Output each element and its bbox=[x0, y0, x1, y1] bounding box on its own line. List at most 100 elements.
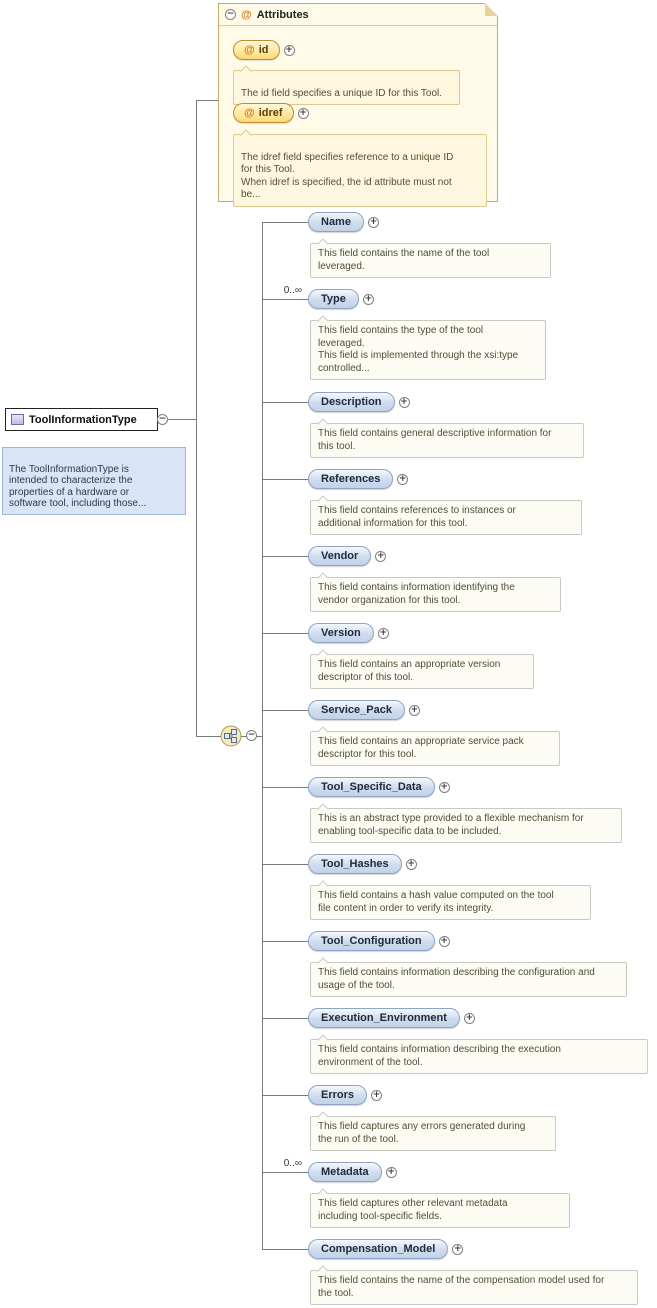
attribute-description-text: The idref field specifies reference to a… bbox=[241, 151, 454, 201]
element-node-version: Version + bbox=[308, 622, 389, 644]
connector-line bbox=[262, 479, 308, 480]
collapse-icon[interactable]: − bbox=[225, 9, 236, 20]
element-description: This field contains the type of the tool… bbox=[310, 320, 546, 380]
element-pill-tool-configuration[interactable]: Tool_Configuration bbox=[308, 931, 435, 951]
cardinality-label: 0..∞ bbox=[283, 1158, 302, 1169]
collapse-icon[interactable]: − bbox=[246, 730, 257, 741]
attribute-node-idref: @ idref + bbox=[233, 103, 309, 123]
element-pill-vendor[interactable]: Vendor bbox=[308, 546, 372, 566]
element-label: Compensation_Model bbox=[321, 1243, 436, 1255]
connector-line bbox=[158, 419, 196, 420]
expand-icon[interactable]: + bbox=[375, 550, 387, 562]
element-description: This field contains the name of the tool… bbox=[310, 243, 551, 278]
element-pill-errors[interactable]: Errors bbox=[308, 1085, 368, 1105]
connector-line bbox=[262, 1172, 308, 1173]
connector-line bbox=[262, 299, 308, 300]
element-pill-tool-specific-data[interactable]: Tool_Specific_Data bbox=[308, 777, 435, 797]
element-description-text: This field contains an appropriate versi… bbox=[318, 659, 501, 683]
attribute-pill-id[interactable]: @ id bbox=[233, 40, 280, 60]
collapse-icon[interactable]: − bbox=[157, 414, 168, 425]
sequence-icon[interactable] bbox=[220, 725, 242, 747]
element-pill-service-pack[interactable]: Service_Pack bbox=[308, 700, 405, 720]
expand-icon[interactable]: + bbox=[405, 858, 417, 870]
element-pill-type[interactable]: Type bbox=[308, 289, 359, 309]
element-pill-references[interactable]: References bbox=[308, 469, 394, 489]
expand-icon[interactable]: + bbox=[408, 704, 420, 716]
element-pill-execution-environment[interactable]: Execution_Environment bbox=[308, 1008, 460, 1028]
element-node-description: Description + bbox=[308, 391, 410, 413]
element-label: Execution_Environment bbox=[321, 1012, 447, 1024]
element-pill-name[interactable]: Name bbox=[308, 212, 364, 232]
attribute-description: The id field specifies a unique ID for t… bbox=[233, 70, 460, 105]
expand-icon[interactable]: + bbox=[297, 107, 309, 119]
connector-line bbox=[262, 402, 308, 403]
attribute-pill-idref[interactable]: @ idref bbox=[233, 103, 294, 123]
expand-icon[interactable]: + bbox=[398, 396, 410, 408]
element-description-text: This field contains the name of the comp… bbox=[318, 1275, 605, 1299]
expand-icon[interactable]: + bbox=[463, 1012, 475, 1024]
connector-line bbox=[262, 222, 308, 223]
element-description-text: This field captures any errors generated… bbox=[318, 1121, 526, 1145]
element-pill-compensation-model[interactable]: Compensation_Model bbox=[308, 1239, 449, 1259]
element-node-service-pack: Service_Pack + bbox=[308, 699, 420, 721]
element-description-text: This field contains general descriptive … bbox=[318, 428, 552, 452]
element-description: This field contains an appropriate versi… bbox=[310, 654, 534, 689]
root-type-node[interactable]: ToolInformationType bbox=[5, 408, 158, 431]
element-description: This field contains general descriptive … bbox=[310, 423, 584, 458]
connector-line bbox=[262, 1249, 308, 1250]
connector-line bbox=[262, 633, 308, 634]
attribute-at-icon: @ bbox=[244, 44, 255, 56]
element-description: This is an abstract type provided to a f… bbox=[310, 808, 622, 843]
element-node-name: Name + bbox=[308, 211, 379, 233]
root-type-note-text: The ToolInformationType is intended to c… bbox=[9, 463, 147, 510]
element-description-text: This field contains information identify… bbox=[318, 582, 515, 606]
root-type-note: The ToolInformationType is intended to c… bbox=[2, 447, 186, 515]
element-pill-version[interactable]: Version bbox=[308, 623, 374, 643]
connector-line bbox=[262, 1018, 308, 1019]
connector-line bbox=[196, 100, 197, 737]
element-pill-description[interactable]: Description bbox=[308, 392, 395, 412]
expand-icon[interactable]: + bbox=[377, 627, 389, 639]
element-label: Vendor bbox=[321, 550, 359, 562]
element-description: This field contains references to instan… bbox=[310, 500, 582, 535]
element-node-tool-configuration: Tool_Configuration + bbox=[308, 930, 450, 952]
element-description-text: This field contains the type of the tool… bbox=[318, 325, 519, 374]
element-description-text: This field contains an appropriate servi… bbox=[318, 736, 524, 760]
attribute-label: id bbox=[258, 44, 269, 56]
element-pill-metadata[interactable]: Metadata bbox=[308, 1162, 382, 1182]
element-description-text: This field contains a hash value compute… bbox=[318, 890, 554, 914]
element-description: This field captures any errors generated… bbox=[310, 1116, 556, 1151]
expand-icon[interactable]: + bbox=[371, 1089, 383, 1101]
element-pill-tool-hashes[interactable]: Tool_Hashes bbox=[308, 854, 402, 874]
expand-icon[interactable]: + bbox=[397, 473, 409, 485]
element-node-vendor: Vendor + bbox=[308, 545, 387, 567]
expand-icon[interactable]: + bbox=[283, 44, 295, 56]
element-node-compensation-model: Compensation_Model + bbox=[308, 1238, 464, 1260]
attribute-at-icon: @ bbox=[241, 8, 252, 21]
element-node-tool-hashes: Tool_Hashes + bbox=[308, 853, 417, 875]
element-description-text: This is an abstract type provided to a f… bbox=[318, 813, 584, 837]
element-description-text: This field contains the name of the tool… bbox=[318, 248, 490, 272]
element-label: Tool_Configuration bbox=[321, 935, 422, 947]
connector-line bbox=[262, 556, 308, 557]
cardinality-label: 0..∞ bbox=[283, 285, 302, 296]
expand-icon[interactable]: + bbox=[438, 781, 450, 793]
element-label: Errors bbox=[321, 1089, 355, 1101]
connector-line bbox=[262, 787, 308, 788]
expand-icon[interactable]: + bbox=[452, 1243, 464, 1255]
attribute-node-id: @ id + bbox=[233, 40, 295, 60]
expand-icon[interactable]: + bbox=[438, 935, 450, 947]
attribute-description: The idref field specifies reference to a… bbox=[233, 134, 487, 207]
expand-icon[interactable]: + bbox=[367, 216, 379, 228]
expand-icon[interactable]: + bbox=[385, 1166, 397, 1178]
attributes-title: Attributes bbox=[256, 8, 309, 21]
element-description: This field contains the name of the comp… bbox=[310, 1270, 638, 1305]
element-label: Description bbox=[321, 396, 382, 408]
element-description-text: This field contains information describi… bbox=[318, 1044, 561, 1068]
element-description-text: This field captures other relevant metad… bbox=[318, 1198, 508, 1222]
expand-icon[interactable]: + bbox=[362, 293, 374, 305]
element-node-execution-environment: Execution_Environment + bbox=[308, 1007, 475, 1029]
element-label: Tool_Specific_Data bbox=[321, 781, 422, 793]
connector-line bbox=[196, 100, 218, 101]
